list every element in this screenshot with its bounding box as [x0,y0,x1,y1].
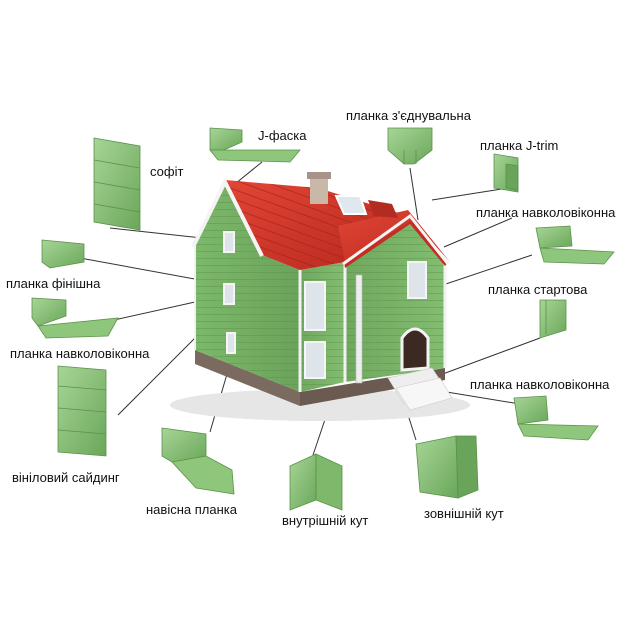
label-planka-navkolovikonna-left: планка навколовіконна [10,346,150,361]
label-planka-navkolovikonna-right: планка навколовіконна [470,377,610,392]
label-planka-zednuvalna: планка з'єднувальна [346,108,471,123]
navisna-part [161,427,235,495]
jtrim-part [493,153,519,193]
label-sofit: софіт [150,164,184,179]
label-j-faska: J-фаска [258,128,307,143]
startova-part [539,299,567,339]
label-planka-finishna: планка фінішна [6,276,101,291]
label-vinilovyi-saiding: вініловий сайдинг [12,470,120,485]
leader-zednuvalna [409,167,419,221]
chimney [310,178,328,204]
leader-navkolo-top [443,217,513,248]
leader-startova2 [439,337,541,376]
house-illustration [170,172,470,421]
parts [31,127,615,511]
saiding-part [57,365,107,457]
label-navisna-planka: навісна планка [146,502,237,517]
label-planka-navkolovikonna-top: планка навколовіконна [476,205,616,220]
leader-jtrim [431,187,509,201]
leader-sofit [109,227,203,239]
front-door [400,327,430,372]
zednuvalna-part [387,127,433,165]
zovn-kut-part [415,435,479,499]
front-steps [387,367,453,411]
label-zovnishnii-kut: зовнішній кут [424,506,504,521]
label-planka-startova: планка стартова [488,282,588,297]
label-vnutrishnii-kut: внутрішній кут [282,513,369,528]
j-faska-part [209,127,301,163]
finishna-part [41,239,85,269]
vnutr-kut-part [289,453,343,511]
windows [223,231,427,379]
navkolo-left-part [31,297,119,339]
label-planka-jtrim: планка J-trim [480,138,559,153]
navkolo-top-part [535,225,615,265]
sofit-part [93,137,141,231]
navkolo-right-part [513,395,599,441]
